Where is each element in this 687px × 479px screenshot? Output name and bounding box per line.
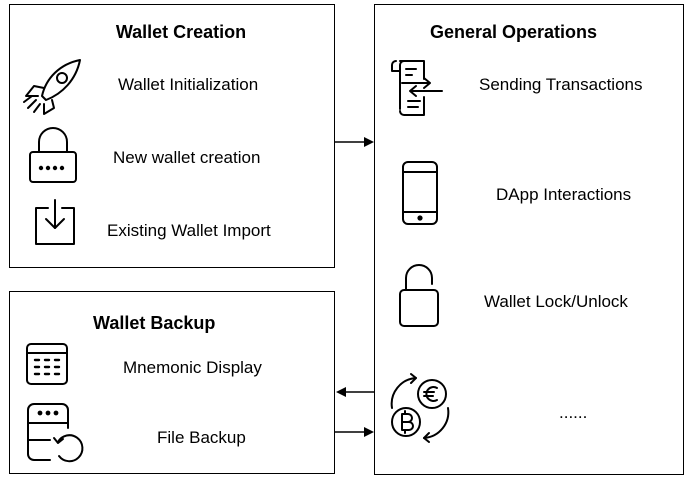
restore-icon	[26, 402, 90, 466]
lock-icon	[28, 127, 78, 186]
import-icon	[34, 198, 76, 246]
document-transfer-icon	[390, 57, 450, 119]
wallet-backup-box	[9, 291, 335, 474]
wallet-lock-unlock-label: Wallet Lock/Unlock	[484, 292, 628, 311]
dapp-interactions-label: DApp Interactions	[496, 185, 632, 204]
rocket-icon	[22, 58, 84, 115]
file-backup-label: File Backup	[157, 428, 246, 447]
wallet-initialization-label: Wallet Initialization	[118, 75, 259, 94]
mnemonic-display-label: Mnemonic Display	[123, 358, 262, 377]
smartphone-icon	[401, 160, 439, 226]
unlocked-padlock-icon	[398, 262, 442, 330]
grid-keypad-icon	[25, 342, 71, 386]
backup-to-operations-arrow	[335, 427, 374, 437]
wallet-creation-box	[9, 4, 335, 268]
more-operations-ellipsis: ......	[559, 403, 588, 422]
existing-wallet-import-label: Existing Wallet Import	[107, 221, 271, 240]
wallet-backup-title: Wallet Backup	[93, 313, 216, 333]
new-wallet-creation-label: New wallet creation	[113, 148, 261, 167]
general-operations-title: General Operations	[430, 22, 598, 42]
operations-to-backup-arrow	[336, 387, 375, 397]
sending-transactions-label: Sending Transactions	[479, 75, 643, 94]
creation-to-operations-arrow	[335, 137, 374, 147]
currency-exchange-icon	[386, 372, 456, 444]
wallet-creation-title: Wallet Creation	[115, 22, 247, 42]
